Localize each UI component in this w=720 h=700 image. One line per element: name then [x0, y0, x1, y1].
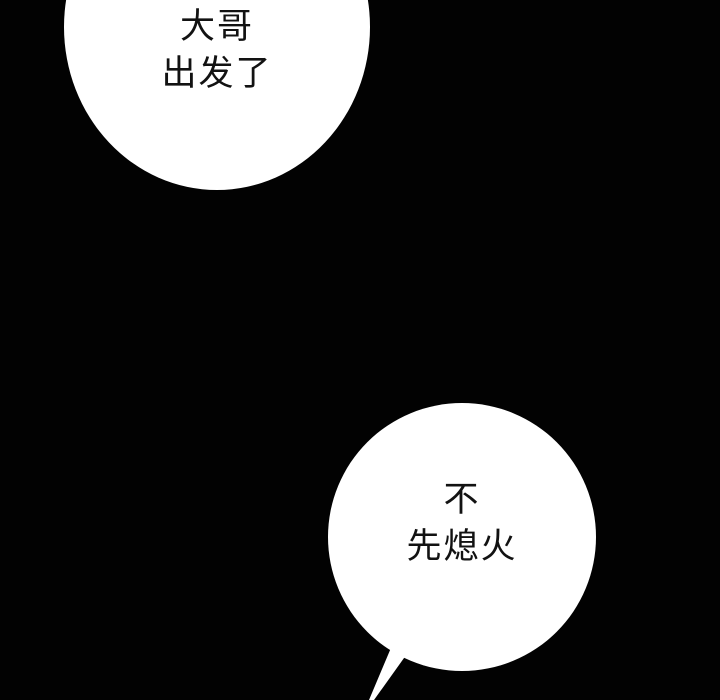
- speech-line: 大哥: [179, 7, 254, 47]
- speech-bubble-top-text: 大哥 出发了: [64, 4, 370, 98]
- speech-bubble-top: 大哥 出发了: [64, 0, 370, 190]
- speech-line: 先熄火: [406, 527, 518, 567]
- speech-line: 出发了: [161, 54, 273, 94]
- speech-bubble-bottom: 不 先熄火: [328, 403, 596, 671]
- speech-bubble-bottom-text: 不 先熄火: [328, 477, 596, 571]
- speech-line: 不: [443, 480, 481, 520]
